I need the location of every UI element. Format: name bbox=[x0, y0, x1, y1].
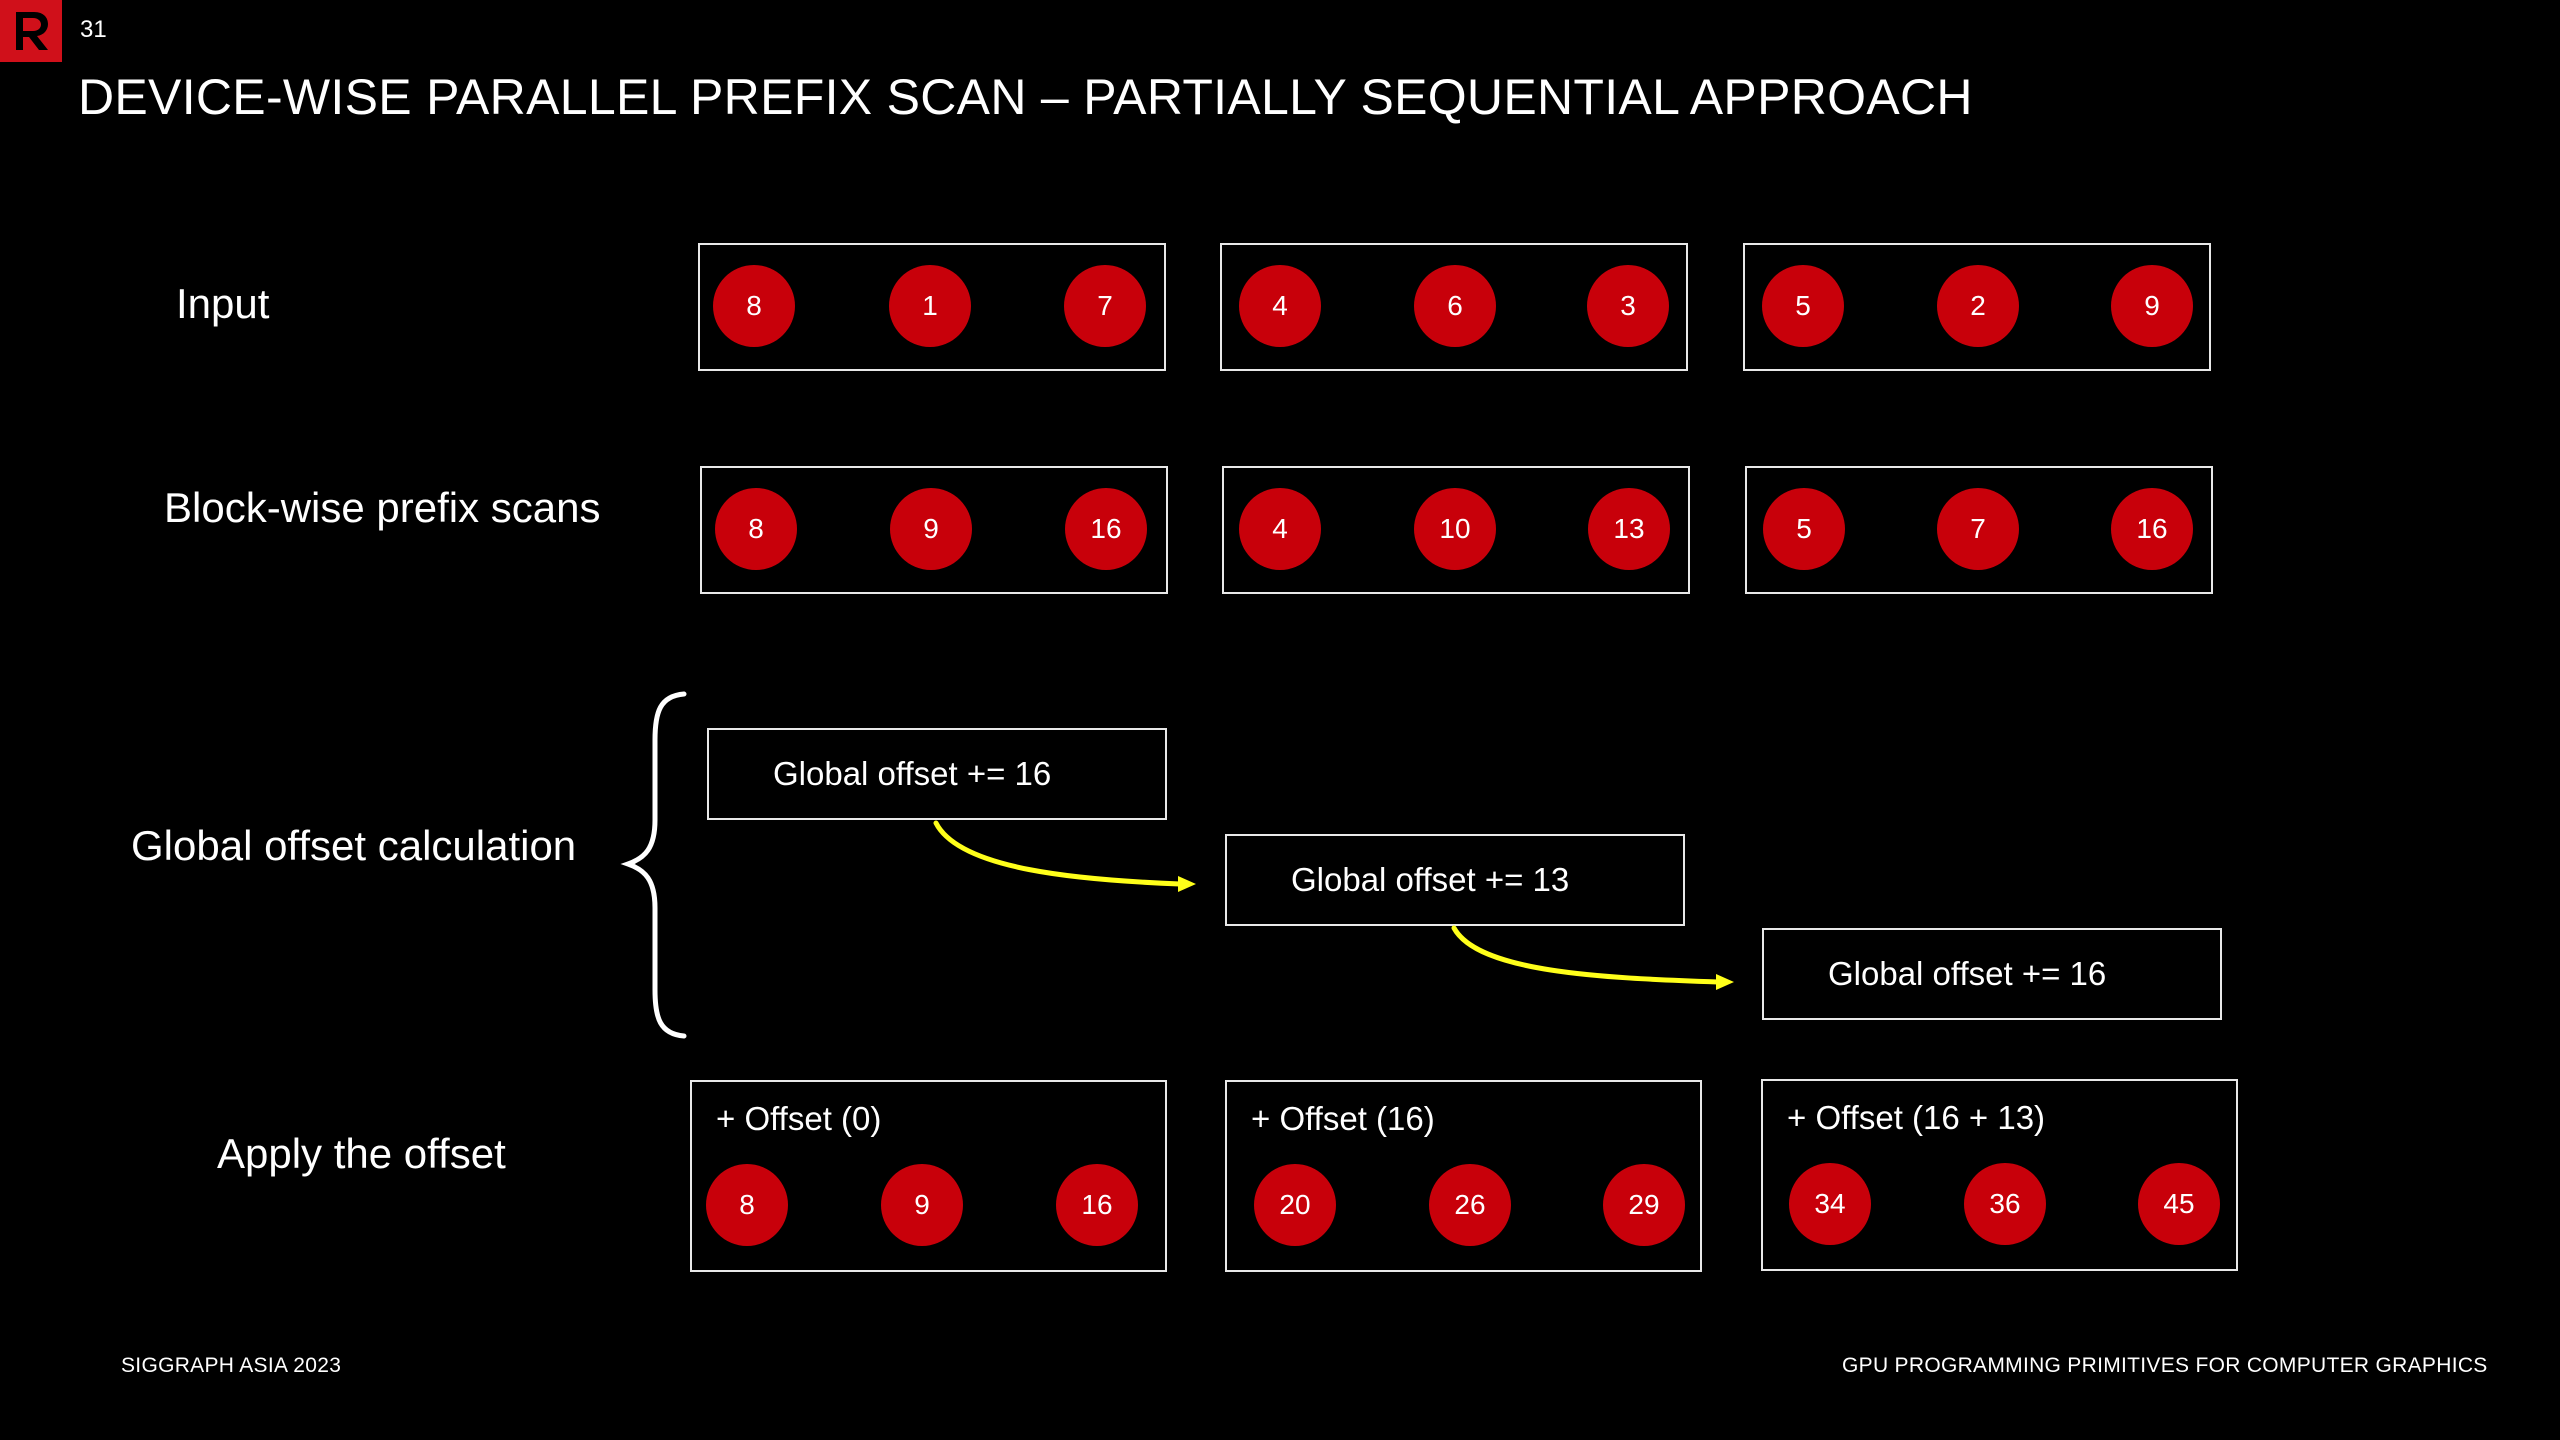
arrow-step-2-to-3 bbox=[1451, 925, 1734, 990]
global-offset-step-1: Global offset += 16 bbox=[707, 728, 1167, 820]
scan-value: 5 bbox=[1763, 488, 1845, 570]
scan-value: 9 bbox=[890, 488, 972, 570]
apply-block-2: + Offset (16) bbox=[1225, 1080, 1702, 1272]
input-value: 5 bbox=[1762, 265, 1844, 347]
applied-value: 34 bbox=[1789, 1163, 1871, 1245]
input-block-3 bbox=[1743, 243, 2211, 371]
scan-value: 16 bbox=[2111, 488, 2193, 570]
applied-value: 29 bbox=[1603, 1164, 1685, 1246]
scan-block-2 bbox=[1222, 466, 1690, 594]
input-value: 7 bbox=[1064, 265, 1146, 347]
slide-title: DEVICE-WISE PARALLEL PREFIX SCAN – PARTI… bbox=[78, 69, 1973, 125]
scan-value: 4 bbox=[1239, 488, 1321, 570]
input-value: 6 bbox=[1414, 265, 1496, 347]
input-block-2 bbox=[1220, 243, 1688, 371]
scan-value: 13 bbox=[1588, 488, 1670, 570]
scan-value: 16 bbox=[1065, 488, 1147, 570]
input-value: 9 bbox=[2111, 265, 2193, 347]
input-value: 1 bbox=[889, 265, 971, 347]
apply-block-1: + Offset (0) bbox=[690, 1080, 1167, 1272]
page-number: 31 bbox=[80, 16, 107, 43]
input-value: 4 bbox=[1239, 265, 1321, 347]
applied-value: 8 bbox=[706, 1164, 788, 1246]
scan-block-1 bbox=[700, 466, 1168, 594]
input-value: 3 bbox=[1587, 265, 1669, 347]
company-logo bbox=[0, 0, 62, 62]
scan-value: 10 bbox=[1414, 488, 1496, 570]
scan-block-3 bbox=[1745, 466, 2213, 594]
arrow-step-1-to-2 bbox=[933, 820, 1196, 892]
row-label-blockwise: Block-wise prefix scans bbox=[164, 484, 601, 531]
applied-value: 26 bbox=[1429, 1164, 1511, 1246]
scan-value: 8 bbox=[715, 488, 797, 570]
input-value: 8 bbox=[713, 265, 795, 347]
scan-value: 7 bbox=[1937, 488, 2019, 570]
row-label-global: Global offset calculation bbox=[131, 822, 577, 869]
global-offset-step-2: Global offset += 13 bbox=[1225, 834, 1685, 926]
offset-label: + Offset (16) bbox=[1251, 1100, 1435, 1137]
applied-value: 20 bbox=[1254, 1164, 1336, 1246]
applied-value: 36 bbox=[1964, 1163, 2046, 1245]
logo-r-icon bbox=[16, 12, 48, 50]
row-label-input: Input bbox=[176, 280, 270, 327]
offset-label: + Offset (0) bbox=[716, 1100, 882, 1137]
applied-value: 16 bbox=[1056, 1164, 1138, 1246]
input-block-1 bbox=[698, 243, 1166, 371]
global-offset-step-3: Global offset += 16 bbox=[1762, 928, 2222, 1020]
row-label-apply: Apply the offset bbox=[217, 1130, 506, 1177]
footer-left: SIGGRAPH ASIA 2023 bbox=[121, 1354, 342, 1377]
offset-label: + Offset (16 + 13) bbox=[1787, 1099, 2046, 1136]
footer-right: GPU PROGRAMMING PRIMITIVES FOR COMPUTER … bbox=[1842, 1354, 2488, 1377]
input-value: 2 bbox=[1937, 265, 2019, 347]
applied-value: 45 bbox=[2138, 1163, 2220, 1245]
curly-brace bbox=[620, 691, 687, 1039]
applied-value: 9 bbox=[881, 1164, 963, 1246]
apply-block-3: + Offset (16 + 13) bbox=[1761, 1079, 2238, 1271]
